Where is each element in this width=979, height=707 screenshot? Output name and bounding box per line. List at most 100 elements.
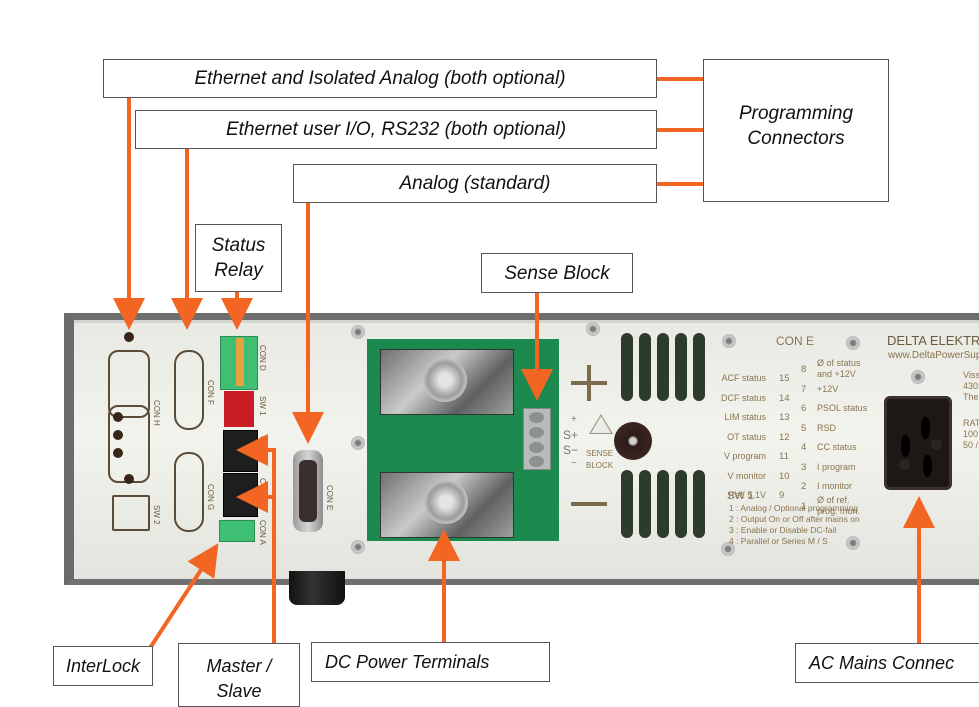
- negative-terminal-nut: [424, 480, 468, 524]
- callout-dc-power-terminals: DC Power Terminals: [311, 642, 550, 682]
- vent: [621, 470, 633, 538]
- con-e-pin-label: V monitor: [727, 470, 766, 481]
- con-e-label: CON E: [325, 485, 334, 511]
- con-e-pin-number: 10: [779, 470, 790, 482]
- rating-3: 50 /: [963, 440, 979, 450]
- vent: [639, 333, 651, 401]
- callout-interlock: InterLock: [53, 646, 153, 686]
- sense-block-terminal: [523, 408, 551, 470]
- brand-addr-2: 4301: [963, 381, 979, 391]
- callout-text: Master /: [206, 656, 272, 676]
- sw1-item: 2 : Output On or Off after mains on: [729, 514, 860, 524]
- con-e-pin-label-line2: and +12V: [817, 369, 856, 379]
- screw: [911, 370, 925, 384]
- sw1-item: 3 : Enable or Disable DC-fail: [729, 525, 837, 535]
- callout-programming-connectors: Programming Connectors: [703, 59, 889, 202]
- callout-text: Programming: [738, 102, 854, 124]
- con-g-cutout: [174, 452, 204, 532]
- con-e-pin-label: PSOL status: [817, 403, 868, 413]
- mount-hole: [113, 448, 123, 458]
- con-e-pin-label: DCF status: [720, 392, 766, 403]
- sw1-title: SW 1: [727, 490, 754, 502]
- ac-mains-inlet: [884, 396, 952, 490]
- screw: [722, 334, 736, 348]
- con-e-pin-number: 1: [801, 500, 807, 512]
- callout-text: Sense Block: [504, 262, 610, 284]
- con-f-label: CON F: [206, 380, 215, 405]
- screw: [351, 540, 365, 554]
- con-e-pin-label: RSD: [817, 422, 837, 433]
- vent: [639, 470, 651, 538]
- con-e-pin-label: I program: [817, 461, 856, 472]
- screw: [846, 336, 860, 350]
- con-b-label: CON B: [258, 478, 267, 504]
- con-e-pin-number: 13: [779, 412, 790, 423]
- vent: [693, 333, 705, 401]
- mount-hole: [113, 430, 123, 440]
- callout-text: Ethernet user I/O, RS232 (both optional): [225, 119, 567, 140]
- con-e-pin-number: 11: [779, 451, 789, 462]
- callout-ethernet-user-io: Ethernet user I/O, RS232 (both optional): [135, 110, 657, 149]
- con-b-rj45: [223, 473, 258, 517]
- callout-text: DC Power Terminals: [325, 651, 490, 672]
- callout-text: Ethernet and Isolated Analog (both optio…: [194, 68, 566, 89]
- con-e-pin-number: 5: [801, 422, 807, 434]
- rating-1: RAT: [963, 418, 979, 428]
- con-e-pin-label: Ref. 5.1V: [728, 490, 766, 500]
- rating-2: 100: [963, 429, 979, 439]
- callout-text: InterLock: [65, 655, 141, 676]
- con-e-pin-number: 6: [801, 403, 807, 414]
- vent: [675, 333, 687, 401]
- sense-s-plus-label: S+: [563, 428, 579, 442]
- con-e-pin-number: 2: [801, 481, 807, 492]
- con-e-pin-number: 9: [779, 490, 785, 501]
- sw1-item: 1 : Analog / Optional programming: [729, 503, 858, 513]
- screw: [721, 542, 735, 556]
- con-f-cutout: [174, 350, 204, 430]
- sense-word: SENSE: [586, 449, 614, 458]
- con-e-title: CON E: [776, 334, 815, 348]
- con-e-pin-number: 7: [801, 383, 807, 395]
- vent: [675, 470, 687, 538]
- callout-analog-standard: Analog (standard): [293, 164, 657, 203]
- con-e-pin-label: CC status: [817, 442, 857, 452]
- callout-master-slave: Master / Slave: [178, 643, 300, 707]
- sw1-dip-switch: [224, 391, 254, 427]
- con-e-pin-number: 4: [801, 442, 807, 453]
- vent: [657, 333, 669, 401]
- callout-text: Status: [211, 235, 266, 256]
- con-a-terminal: [219, 520, 255, 542]
- vent: [693, 470, 705, 538]
- sw1-item: 4 : Parallel or Series M / S: [729, 536, 828, 546]
- con-e-pin-number: 12: [779, 431, 790, 443]
- mount-hole: [124, 474, 134, 484]
- sw2-label: SW 2: [152, 505, 161, 525]
- vent: [621, 333, 633, 401]
- con-e-pin-number: 14: [779, 392, 790, 404]
- con-e-pin-label: I monitor: [817, 481, 853, 491]
- device-foot: [289, 571, 345, 605]
- con-e-pin-label: OT status: [727, 431, 766, 442]
- con-e-pin-number: 8: [801, 364, 807, 375]
- sw2-cutout: [112, 495, 150, 531]
- con-e-dsub: [293, 450, 323, 532]
- con-d-label: CON D: [258, 345, 267, 371]
- callout-text: Analog (standard): [399, 173, 551, 194]
- vent: [657, 470, 669, 538]
- screw: [351, 436, 365, 450]
- con-e-pin-label: Ø of status: [817, 358, 861, 368]
- screw: [351, 325, 365, 339]
- brand-addr-1: Viss: [963, 370, 979, 380]
- plus-marking-v: [587, 365, 591, 401]
- brand-addr-3: The: [963, 392, 979, 402]
- block-word: BLOCK: [586, 461, 614, 470]
- con-e-pin-label: Ø of ref.: [817, 494, 850, 505]
- callout-text: Connectors: [747, 127, 845, 149]
- con-e-pin-label: LIM status: [724, 412, 766, 422]
- callout-text: AC Mains Connec: [809, 652, 955, 673]
- con-e-pin-number: 3: [801, 461, 807, 473]
- mount-hole: [124, 332, 134, 342]
- con-e-pin-label: V program: [723, 451, 766, 461]
- sense-plus-label: +: [571, 414, 577, 425]
- positive-terminal-nut: [423, 358, 467, 402]
